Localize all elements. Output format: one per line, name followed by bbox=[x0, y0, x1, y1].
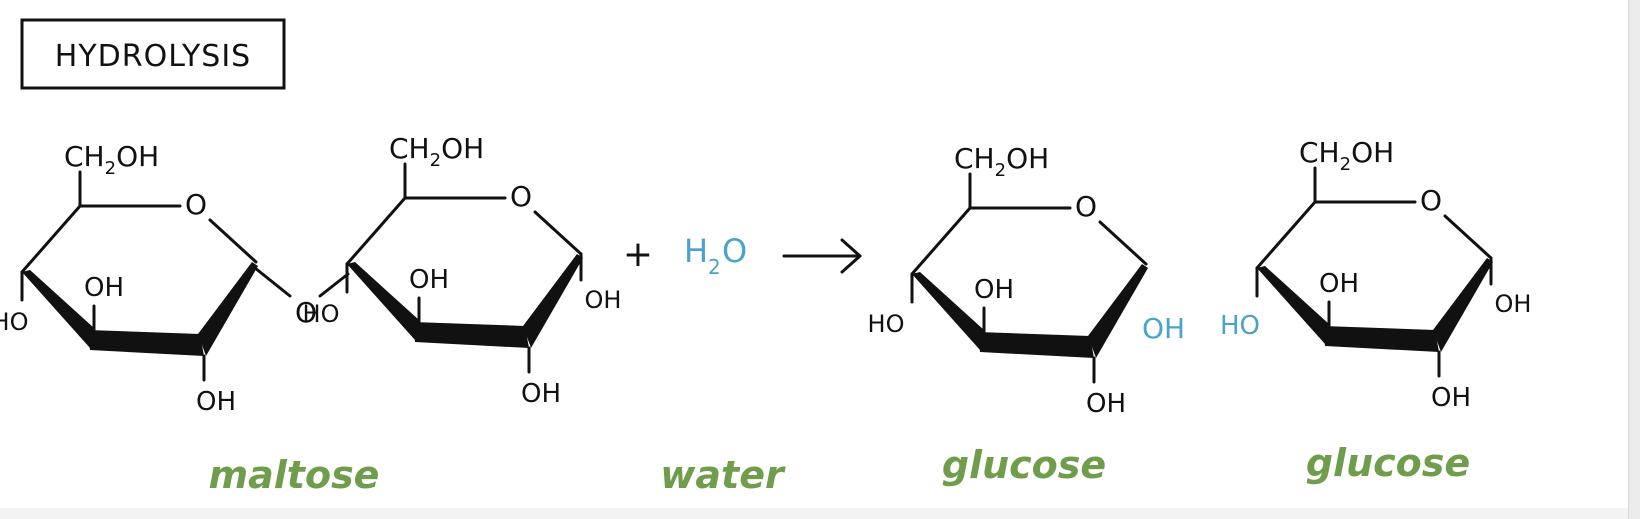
c1-oh-label: OH bbox=[585, 286, 622, 314]
title-frame bbox=[20, 18, 286, 90]
ring-oxygen: O bbox=[510, 180, 532, 213]
ring-front-wedge-left bbox=[1257, 266, 1329, 344]
added-hydrogen: HO bbox=[1220, 311, 1260, 341]
title-box: HYDROLYSIS bbox=[20, 18, 286, 90]
reaction-arrow bbox=[782, 238, 862, 274]
ring-front-wedge-right bbox=[523, 254, 583, 348]
ring-front-wedge-left bbox=[912, 272, 984, 350]
ring-back-edge bbox=[910, 206, 1072, 276]
maltose-ring-right: CH2OH O OH OH HO OH bbox=[303, 132, 622, 409]
c3-oh-label: OH bbox=[409, 265, 449, 295]
c1-oh-label: OH bbox=[1495, 290, 1532, 318]
ring-oxygen: O bbox=[185, 188, 207, 221]
ring-front-wedge-right bbox=[1433, 258, 1493, 352]
c3-oh-label: OH bbox=[84, 273, 124, 303]
c2-oh-label: OH bbox=[1086, 389, 1126, 419]
added-hydroxyl: OH bbox=[1142, 312, 1185, 345]
ring-oxygen: O bbox=[1420, 184, 1442, 217]
ring-front-wedge-right bbox=[198, 262, 258, 356]
ch2oh-label: CH2OH bbox=[389, 132, 484, 171]
water-h: H bbox=[684, 232, 708, 270]
c2-oh-label: OH bbox=[196, 387, 236, 417]
ring-front-edge bbox=[88, 330, 204, 356]
c2-oh-label: OH bbox=[521, 379, 561, 409]
ring-right-edge bbox=[1098, 220, 1148, 266]
ch2oh-label: CH2OH bbox=[954, 142, 1049, 181]
molecule-names: maltose water glucose glucose bbox=[209, 441, 1471, 497]
c4-ho-label: HO bbox=[868, 310, 905, 338]
ring-back-edge bbox=[20, 204, 182, 274]
glycosidic-bond: O bbox=[253, 266, 350, 329]
title: HYDROLYSIS bbox=[55, 39, 251, 74]
arrow-head-icon bbox=[840, 238, 862, 274]
label-glucose-1: glucose bbox=[942, 443, 1106, 487]
ring-front-edge bbox=[978, 332, 1094, 358]
bridge-oxygen: O bbox=[295, 296, 317, 329]
glucose-ring-2: CH2OH O OH OH OH bbox=[1255, 136, 1532, 413]
ring-front-wedge-left bbox=[347, 262, 419, 340]
ring-front-wedge-right bbox=[1088, 264, 1148, 358]
bond-left bbox=[253, 266, 292, 298]
label-glucose-2: glucose bbox=[1306, 441, 1470, 485]
maltose-ring-left: CH2OH O OH OH HO bbox=[0, 140, 258, 417]
ring-back-edge bbox=[1255, 200, 1417, 270]
ring-back-edge bbox=[345, 196, 507, 266]
ring-oxygen: O bbox=[1075, 190, 1097, 223]
c3-oh-label: OH bbox=[974, 275, 1014, 305]
c4-ho-label: HO bbox=[0, 308, 28, 336]
ch2oh-label: CH2OH bbox=[1299, 136, 1394, 175]
ring-right-edge bbox=[1443, 214, 1493, 260]
window-edge bbox=[1628, 0, 1640, 519]
bond-right bbox=[318, 272, 350, 298]
label-maltose: maltose bbox=[209, 453, 380, 497]
diagram-canvas bbox=[0, 0, 1640, 508]
plus-sign: + bbox=[623, 234, 653, 275]
ring-front-edge bbox=[413, 322, 529, 348]
ring-front-wedge-left bbox=[22, 270, 94, 348]
water-formula: H 2 O bbox=[684, 232, 747, 279]
c3-oh-label: OH bbox=[1319, 269, 1359, 299]
ring-front-edge bbox=[1323, 326, 1439, 352]
water-subscript: 2 bbox=[708, 255, 721, 279]
ch2oh-label: CH2OH bbox=[64, 140, 159, 179]
c4-ho-label: HO bbox=[303, 300, 340, 328]
glucose-ring-1: CH2OH O OH OH HO bbox=[868, 142, 1148, 419]
ring-right-edge bbox=[208, 218, 258, 264]
c2-oh-label: OH bbox=[1431, 383, 1471, 413]
ring-right-edge bbox=[533, 210, 583, 256]
label-water: water bbox=[660, 453, 786, 497]
water-o: O bbox=[722, 232, 747, 270]
